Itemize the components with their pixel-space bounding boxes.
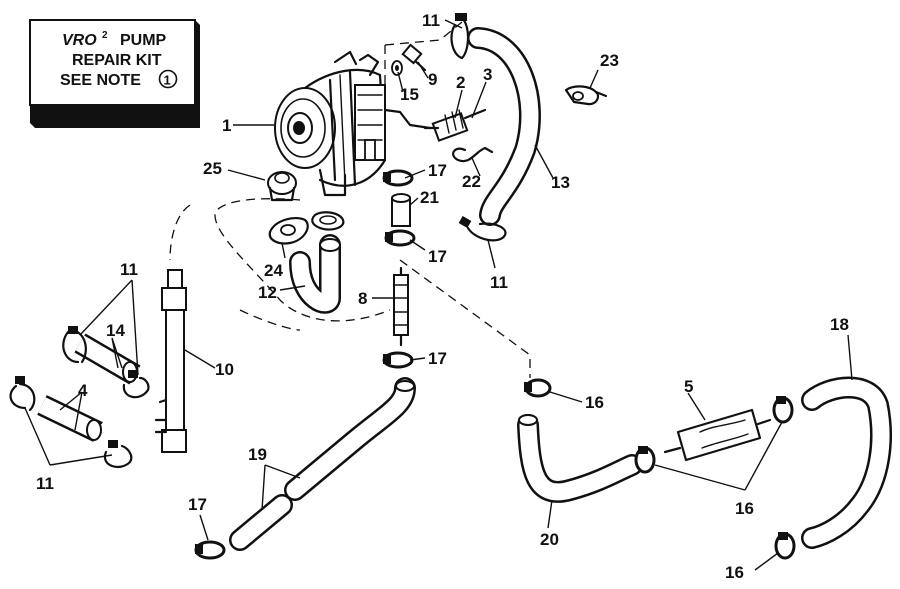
callout-24: 24 — [264, 261, 283, 280]
clip-11-left-bottom — [103, 440, 133, 469]
callout-8: 8 — [358, 289, 367, 308]
callout-17-c: 17 — [428, 349, 447, 368]
note-brand: VRO — [62, 32, 97, 49]
fuel-pump-assembly — [274, 50, 432, 197]
clamp-17-a — [382, 169, 414, 187]
callout-13: 13 — [551, 173, 570, 192]
callout-12: 12 — [258, 283, 277, 302]
callout-17-a: 17 — [428, 161, 447, 180]
callout-11-left: 11 — [120, 260, 138, 279]
callout-4: 4 — [78, 381, 88, 400]
gasket-24 — [268, 211, 345, 245]
callout-11-top: 11 — [422, 11, 440, 30]
hose-13 — [467, 27, 541, 226]
note-superscript: 2 — [102, 30, 108, 41]
callout-5: 5 — [684, 377, 693, 396]
bolt-and-washer — [391, 43, 427, 76]
callout-21: 21 — [420, 188, 439, 207]
callout-18: 18 — [830, 315, 849, 334]
clip-11-right — [458, 216, 507, 242]
callout-15: 15 — [400, 85, 419, 104]
clamp-16-c — [772, 396, 794, 424]
callout-labels: 1 2 3 4 5 8 9 10 11 11 11 11 12 13 14 15… — [36, 11, 849, 582]
callout-16-c: 16 — [725, 563, 744, 582]
callout-25: 25 — [203, 159, 222, 178]
callout-11-right: 11 — [490, 273, 508, 292]
callout-23: 23 — [600, 51, 619, 70]
connector-8 — [393, 266, 409, 347]
clamp-16-d — [774, 532, 796, 560]
callout-19: 19 — [248, 445, 267, 464]
callout-17-d: 17 — [188, 495, 207, 514]
inline-filter-5 — [663, 408, 772, 462]
callout-3: 3 — [483, 65, 492, 84]
note-line-2: REPAIR KIT — [72, 52, 162, 69]
callout-20: 20 — [540, 530, 559, 549]
note-circled-number: 1 — [164, 73, 171, 88]
repair-kit-note-box: VRO 2 PUMP REPAIR KIT SEE NOTE 1 — [29, 19, 200, 128]
callout-16-a: 16 — [585, 393, 604, 412]
callout-10: 10 — [215, 360, 234, 379]
callout-1: 1 — [222, 116, 231, 135]
hose-19 — [229, 377, 416, 551]
callout-17-b: 17 — [428, 247, 447, 266]
coupler-21 — [391, 193, 411, 227]
note-pump-word: PUMP — [120, 32, 167, 49]
callout-11-bottom: 11 — [36, 474, 54, 493]
hose-18 — [801, 376, 892, 549]
hose-20 — [517, 414, 643, 503]
callout-14: 14 — [106, 321, 125, 340]
clip-11-left-upper — [62, 326, 87, 364]
hose-12 — [289, 234, 341, 314]
hose-clamp-23 — [564, 85, 608, 106]
note-line-3: SEE NOTE — [60, 72, 141, 89]
leader-lines — [24, 19, 853, 571]
note-circle-marker — [158, 69, 178, 89]
filter-10 — [154, 269, 187, 453]
clamp-17-d — [194, 540, 226, 560]
callout-9: 9 — [428, 70, 437, 89]
clip-11-left-mid — [122, 370, 150, 399]
clamp-16-a — [524, 378, 552, 398]
fitting-25 — [267, 171, 297, 202]
tube-4 — [37, 395, 103, 442]
callout-22: 22 — [462, 172, 481, 191]
spring-clip — [452, 146, 494, 163]
clamp-16-b — [634, 446, 656, 474]
clamp-17-c — [382, 351, 414, 369]
callout-2: 2 — [456, 73, 465, 92]
callout-16-b: 16 — [735, 499, 754, 518]
clamp-17-b — [384, 229, 416, 247]
check-valve — [423, 108, 487, 142]
clip-11-left-lower — [9, 376, 36, 412]
clip-11-top — [450, 13, 470, 60]
